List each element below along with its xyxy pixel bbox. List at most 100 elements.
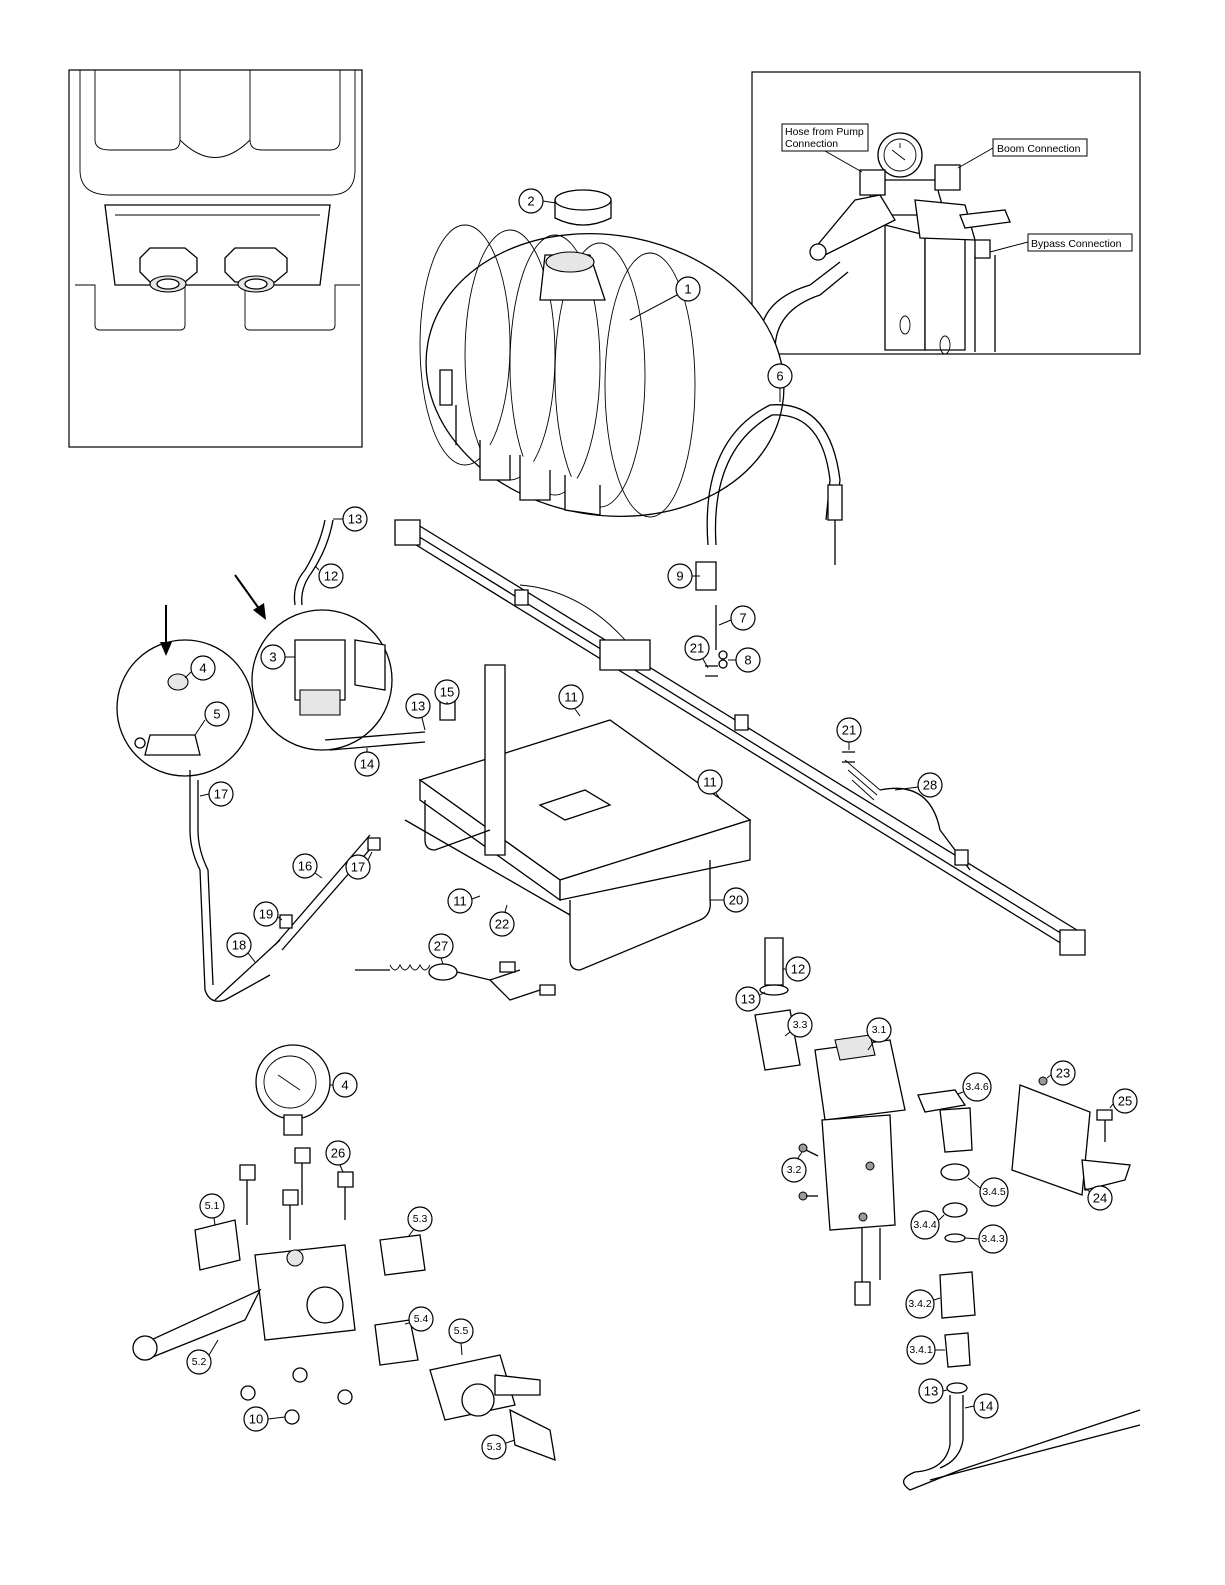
callout-5.1: 5.1: [200, 1194, 224, 1218]
callout-21: 21: [685, 636, 709, 660]
callout-3.4.5: 3.4.5: [980, 1178, 1008, 1206]
callout-13: 13: [406, 694, 430, 718]
svg-text:2: 2: [527, 194, 534, 209]
svg-text:3.1: 3.1: [872, 1024, 887, 1036]
callout-5.4: 5.4: [409, 1307, 433, 1331]
callout-20: 20: [724, 888, 748, 912]
callout-3.2: 3.2: [782, 1158, 806, 1182]
callout-6: 6: [768, 364, 792, 388]
tank-outlet-detail-inset: [69, 70, 362, 447]
svg-text:9: 9: [676, 569, 683, 584]
svg-text:3: 3: [269, 650, 276, 665]
svg-text:5.3: 5.3: [413, 1213, 428, 1225]
svg-text:11: 11: [453, 894, 467, 909]
callout-12: 12: [786, 957, 810, 981]
svg-text:5.3: 5.3: [487, 1441, 502, 1453]
pump-detail: [252, 610, 392, 750]
svg-text:4: 4: [199, 661, 206, 676]
svg-text:3.4.1: 3.4.1: [909, 1344, 933, 1356]
callout-26: 26: [326, 1141, 350, 1165]
callout-9: 9: [668, 564, 692, 588]
callout-3.3: 3.3: [788, 1013, 812, 1037]
hose-from-pump-connection-label: Hose from Pump Connection: [782, 124, 868, 151]
svg-text:20: 20: [729, 893, 743, 908]
svg-text:19: 19: [259, 907, 273, 922]
svg-text:6: 6: [776, 369, 783, 384]
callout-19: 19: [254, 902, 278, 926]
svg-text:5.4: 5.4: [414, 1313, 429, 1325]
svg-text:3.4.3: 3.4.3: [981, 1233, 1005, 1245]
callout-25: 25: [1113, 1089, 1137, 1113]
callout-24: 24: [1088, 1186, 1112, 1210]
svg-text:11: 11: [564, 690, 578, 705]
svg-text:12: 12: [791, 962, 805, 977]
svg-text:7: 7: [739, 611, 746, 626]
svg-text:13: 13: [924, 1384, 938, 1399]
manifold-exploded-view: [133, 1045, 555, 1460]
svg-text:14: 14: [360, 757, 374, 772]
callout-3: 3: [261, 645, 285, 669]
svg-text:21: 21: [690, 641, 704, 656]
svg-text:28: 28: [923, 778, 937, 793]
mounting-frame: [405, 665, 750, 970]
wiring-harness: [355, 962, 555, 1000]
svg-text:21: 21: [842, 723, 856, 738]
svg-text:18: 18: [232, 938, 246, 953]
callout-18: 18: [227, 933, 251, 957]
svg-text:3.4.5: 3.4.5: [982, 1186, 1006, 1198]
callout-10: 10: [244, 1407, 268, 1431]
svg-text:3.3: 3.3: [793, 1019, 808, 1031]
callout-5: 5: [205, 702, 229, 726]
callout-4: 4: [191, 656, 215, 680]
svg-text:24: 24: [1093, 1191, 1107, 1206]
callout-27: 27: [429, 934, 453, 958]
spray-tank: [403, 206, 806, 544]
svg-text:Boom Connection: Boom Connection: [997, 143, 1081, 155]
svg-text:5.1: 5.1: [205, 1200, 220, 1212]
svg-text:13: 13: [741, 992, 755, 1007]
manifold-connections-inset: Hose from Pump Connection Boom Connectio…: [752, 72, 1140, 354]
callout-22: 22: [490, 912, 514, 936]
callout-13: 13: [736, 987, 760, 1011]
svg-text:Bypass Connection: Bypass Connection: [1031, 238, 1122, 250]
callout-21: 21: [837, 718, 861, 742]
svg-text:11: 11: [703, 775, 717, 790]
callout-3.4.1: 3.4.1: [907, 1336, 935, 1364]
callout-12: 12: [319, 564, 343, 588]
callout-4: 4: [333, 1073, 357, 1097]
svg-text:5: 5: [213, 707, 220, 722]
svg-text:1: 1: [684, 282, 691, 297]
callout-3.4.2: 3.4.2: [906, 1290, 934, 1318]
callout-3.4.4: 3.4.4: [911, 1211, 939, 1239]
callout-5.3: 5.3: [408, 1207, 432, 1231]
callout-1: 1: [676, 277, 700, 301]
svg-text:5.2: 5.2: [192, 1356, 207, 1368]
callout-11: 11: [448, 889, 472, 913]
callout-28: 28: [918, 773, 942, 797]
svg-text:5.5: 5.5: [454, 1325, 469, 1337]
callout-11: 11: [559, 685, 583, 709]
svg-text:3.4.2: 3.4.2: [908, 1298, 932, 1310]
callout-23: 23: [1051, 1061, 1075, 1085]
svg-text:13: 13: [348, 512, 362, 527]
callout-3.1: 3.1: [867, 1018, 891, 1042]
callout-5.3: 5.3: [482, 1435, 506, 1459]
callout-8: 8: [736, 648, 760, 672]
svg-text:3.4.4: 3.4.4: [913, 1219, 937, 1231]
svg-text:8: 8: [744, 653, 751, 668]
svg-text:26: 26: [331, 1146, 345, 1161]
callout-11: 11: [698, 770, 722, 794]
callout-14: 14: [355, 752, 379, 776]
callout-16: 16: [293, 854, 317, 878]
svg-text:3.2: 3.2: [787, 1164, 802, 1176]
svg-text:4: 4: [341, 1078, 348, 1093]
callout-7: 7: [731, 606, 755, 630]
pump-exploded-view: [755, 938, 1140, 1490]
svg-text:Connection: Connection: [785, 138, 838, 150]
tank-cap: [555, 190, 611, 225]
bypass-connection-label: Bypass Connection: [1028, 234, 1132, 251]
svg-text:25: 25: [1118, 1094, 1132, 1109]
callout-15: 15: [435, 680, 459, 704]
svg-text:17: 17: [214, 787, 228, 802]
callout-2: 2: [519, 189, 543, 213]
